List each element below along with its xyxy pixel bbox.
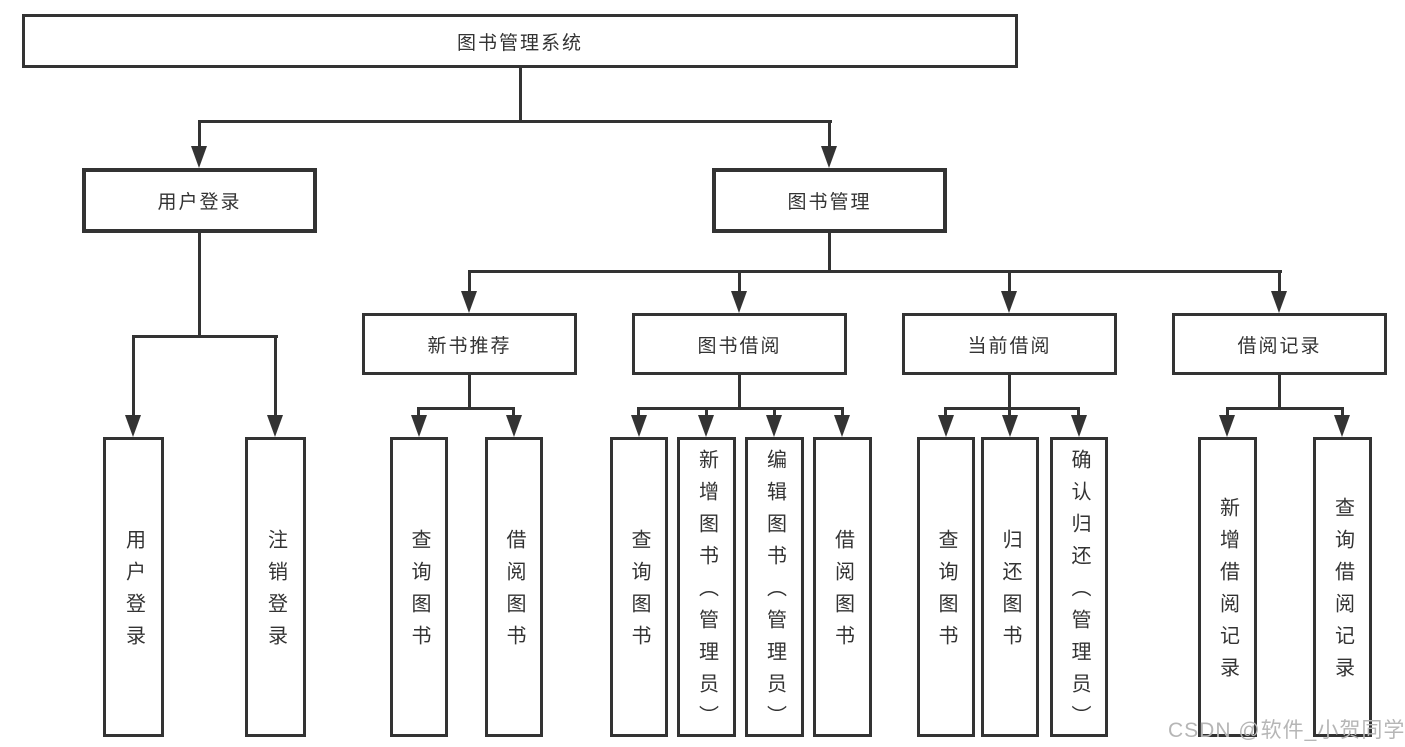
connector-line — [512, 407, 515, 421]
connector-line — [738, 270, 741, 293]
connector-line — [944, 407, 1080, 410]
node-label: 借阅图书 — [831, 529, 854, 657]
node-label: 新增借阅记录 — [1216, 497, 1239, 689]
connector-line — [132, 335, 135, 417]
connector-line — [198, 120, 832, 123]
connector-line — [468, 270, 471, 293]
arrow-down-icon — [821, 146, 837, 168]
node-return-book: 归还图书 — [981, 437, 1039, 737]
connector-line — [1341, 407, 1344, 421]
node-query-books-recommend: 查询图书 — [390, 437, 448, 737]
node-query-books-borrowing: 查询图书 — [610, 437, 668, 737]
node-book-borrowing: 图书借阅 — [632, 313, 847, 375]
node-query-borrow-record: 查询借阅记录 — [1313, 437, 1372, 737]
arrow-down-icon — [1071, 415, 1087, 437]
node-label: 借阅记录 — [1237, 335, 1322, 357]
connector-line — [1008, 270, 1011, 293]
connector-line — [468, 270, 1282, 273]
arrow-down-icon — [411, 415, 427, 437]
node-system-root: 图书管理系统 — [22, 14, 1018, 68]
connector-line — [1008, 375, 1011, 409]
node-label: 图书借阅 — [697, 335, 782, 357]
arrow-down-icon — [731, 291, 747, 313]
node-label: 图书管理 — [787, 192, 872, 213]
arrow-down-icon — [1219, 415, 1235, 437]
node-label: 确认归还（管理员） — [1068, 449, 1090, 737]
node-label: 当前借阅 — [967, 335, 1052, 357]
connector-line — [828, 120, 831, 150]
node-logout: 注销登录 — [245, 437, 306, 737]
node-label: 编辑图书（管理员） — [763, 449, 786, 737]
connector-line — [773, 407, 776, 421]
connector-line — [132, 335, 278, 338]
connector-line — [1226, 407, 1344, 410]
node-confirm-return-admin: 确认归还（管理员） — [1050, 437, 1108, 737]
node-query-books-current: 查询图书 — [917, 437, 975, 737]
connector-line — [1008, 407, 1011, 421]
connector-line — [841, 407, 844, 421]
node-user-login: 用户登录 — [82, 168, 317, 233]
arrow-down-icon — [766, 415, 782, 437]
arrow-down-icon — [1001, 291, 1017, 313]
node-user-login-action: 用户登录 — [103, 437, 164, 737]
connector-line — [944, 407, 947, 421]
arrow-down-icon — [1334, 415, 1350, 437]
arrow-down-icon — [1002, 415, 1018, 437]
node-label: 用户登录 — [157, 192, 242, 213]
node-current-borrowing: 当前借阅 — [902, 313, 1117, 375]
connector-line — [637, 407, 640, 421]
connector-line — [519, 68, 522, 123]
connector-line — [417, 407, 420, 421]
arrow-down-icon — [834, 415, 850, 437]
connector-line — [274, 335, 277, 417]
node-label: 新书推荐 — [427, 335, 512, 357]
arrow-down-icon — [461, 291, 477, 313]
connector-line — [417, 407, 515, 410]
node-label: 查询图书 — [935, 529, 957, 657]
arrow-down-icon — [938, 415, 954, 437]
connector-line — [468, 375, 471, 409]
arrow-down-icon — [1271, 291, 1287, 313]
connector-line — [1077, 407, 1080, 421]
node-edit-book-admin: 编辑图书（管理员） — [745, 437, 804, 737]
node-label: 查询借阅记录 — [1331, 497, 1354, 689]
node-label: 借阅图书 — [503, 529, 525, 657]
node-label: 注销登录 — [264, 529, 287, 657]
arrow-down-icon — [631, 415, 647, 437]
connector-line — [637, 407, 844, 410]
node-label: 图书管理系统 — [456, 32, 583, 54]
csdn-watermark: CSDN @软件_小贺同学 — [1168, 719, 1405, 742]
node-new-book-recommendation: 新书推荐 — [362, 313, 577, 375]
connector-line — [1226, 407, 1229, 421]
connector-line — [828, 233, 831, 273]
node-label: 查询图书 — [628, 529, 650, 657]
connector-line — [1278, 270, 1281, 293]
node-label: 新增图书（管理员） — [695, 449, 718, 737]
arrow-down-icon — [191, 146, 207, 168]
node-label: 归还图书 — [999, 529, 1021, 657]
connector-line — [738, 375, 741, 409]
node-borrow-books-action: 借阅图书 — [813, 437, 872, 737]
arrow-down-icon — [698, 415, 714, 437]
connector-line — [198, 120, 201, 150]
node-borrowing-records: 借阅记录 — [1172, 313, 1387, 375]
node-book-management: 图书管理 — [712, 168, 947, 233]
connector-line — [705, 407, 708, 421]
node-add-book-admin: 新增图书（管理员） — [677, 437, 736, 737]
connector-line — [1278, 375, 1281, 409]
arrow-down-icon — [506, 415, 522, 437]
node-add-borrow-record: 新增借阅记录 — [1198, 437, 1257, 737]
node-label: 查询图书 — [408, 529, 430, 657]
arrow-down-icon — [267, 415, 283, 437]
connector-line — [198, 233, 201, 338]
node-label: 用户登录 — [122, 529, 145, 657]
arrow-down-icon — [125, 415, 141, 437]
node-borrow-books-recommend: 借阅图书 — [485, 437, 543, 737]
